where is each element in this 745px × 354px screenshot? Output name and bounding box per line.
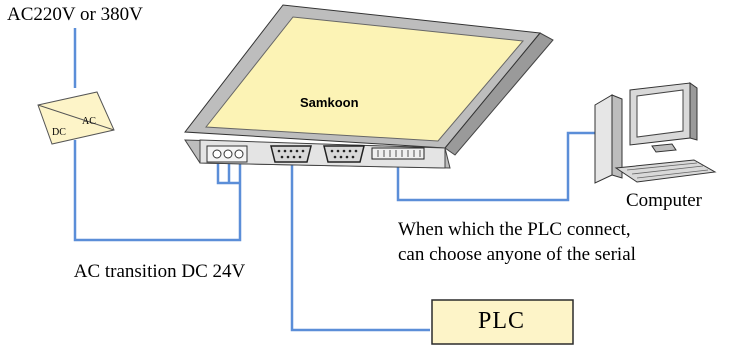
terminal-screw-3	[234, 149, 244, 159]
terminal-screw-2	[223, 149, 233, 159]
download-port-ticks	[377, 150, 421, 157]
computer-stand	[651, 143, 677, 153]
serial-port-1	[270, 145, 312, 163]
computer-wire	[396, 131, 608, 202]
plc-box	[431, 299, 574, 345]
computer-monitor-side	[689, 82, 698, 141]
keyboard-keys	[626, 162, 709, 179]
terminal-wire-left	[216, 163, 240, 185]
converter-diagonal	[37, 104, 115, 131]
converter-ac-label: AC	[82, 116, 96, 127]
plc-wire	[290, 163, 430, 332]
brand-logo: Samkoon	[300, 95, 359, 110]
computer-keyboard	[614, 159, 717, 183]
hmi-panel	[184, 4, 554, 169]
download-port	[371, 147, 425, 160]
serial-port-2-pins	[330, 149, 358, 159]
computer-icon	[594, 82, 717, 184]
plc-label: PLC	[478, 308, 526, 334]
computer-tower-face	[611, 94, 623, 179]
computer-tower	[594, 94, 613, 184]
power-source-label: AC220V or 380V	[7, 4, 143, 25]
converter-dc-label: DC	[52, 127, 66, 138]
wiring	[73, 28, 608, 332]
computer-label: Computer	[626, 190, 702, 211]
serial-port-2	[323, 145, 365, 163]
terminal-screw-1	[212, 149, 222, 159]
panel-screen	[205, 16, 524, 142]
plc-note: When which the PLC connect, can choose a…	[398, 219, 636, 265]
serial-port-1-pins	[277, 149, 305, 159]
computer-monitor-screen	[636, 89, 684, 138]
ac-dc-converter	[37, 91, 115, 145]
converter-label: AC transition DC 24V	[73, 261, 246, 282]
converter-output-wire	[73, 140, 242, 242]
